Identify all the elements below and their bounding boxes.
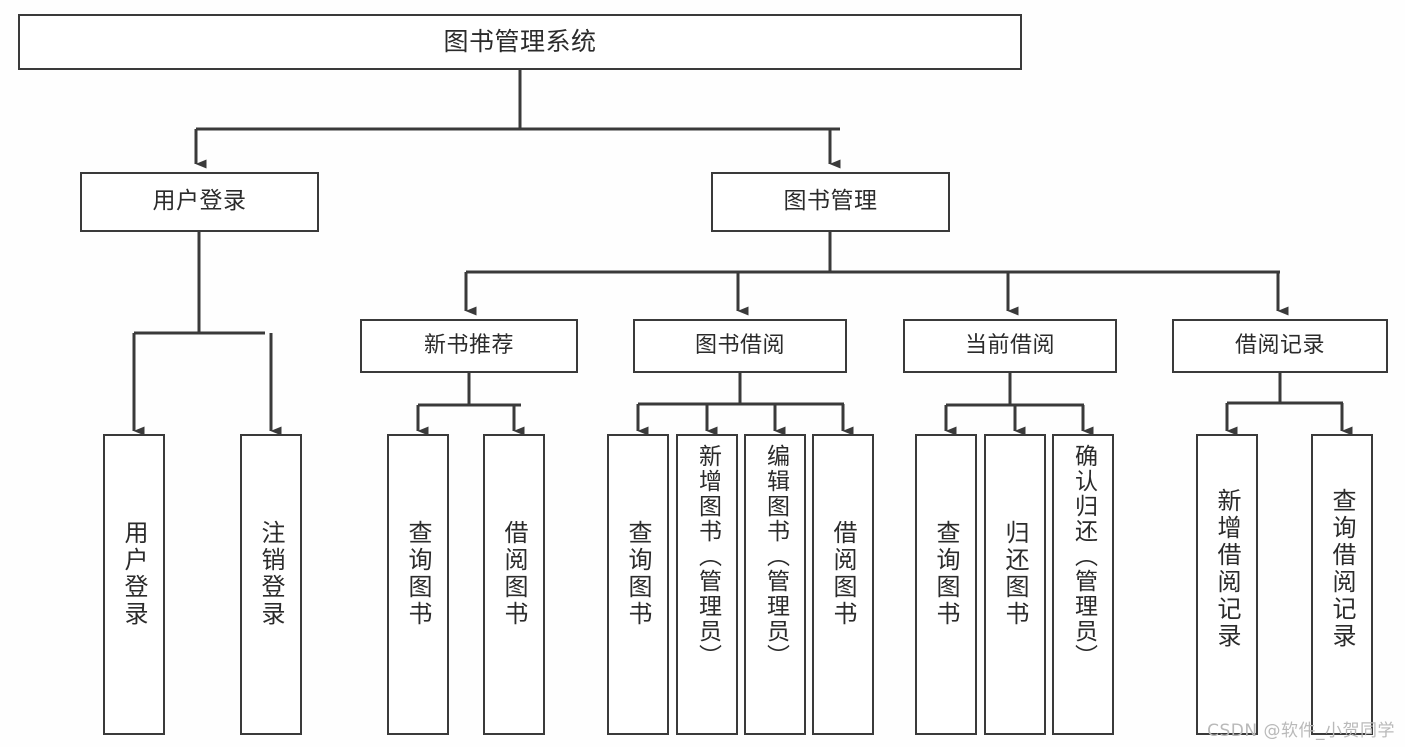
leaf-borrow-record-add-record-label: 新增借阅记录 xyxy=(1213,488,1241,650)
leaf-book-borrow-query-book-label: 查询图书 xyxy=(624,520,652,628)
leaf-current-borrow-return-book[interactable]: 归还图书 xyxy=(984,434,1046,735)
leaf-current-borrow-query-book[interactable]: 查询图书 xyxy=(915,434,977,735)
leaf-current-borrow-confirm-return-label: 确认归还（管理员） xyxy=(1070,444,1097,669)
leaf-borrow-record-query-record-label: 查询借阅记录 xyxy=(1328,488,1356,650)
leaf-current-borrow-confirm-return[interactable]: 确认归还（管理员） xyxy=(1052,434,1114,735)
node-book-borrow[interactable]: 图书借阅 xyxy=(633,319,847,373)
leaf-current-borrow-return-book-label: 归还图书 xyxy=(1001,520,1029,628)
node-borrow-record-label: 借阅记录 xyxy=(1234,333,1325,359)
leaf-book-borrow-edit-book[interactable]: 编辑图书（管理员） xyxy=(744,434,806,735)
leaf-new-book-borrow-book[interactable]: 借阅图书 xyxy=(483,434,545,735)
leaf-new-book-borrow-book-label: 借阅图书 xyxy=(500,520,528,628)
node-current-borrow-label: 当前借阅 xyxy=(964,333,1055,359)
node-user-login[interactable]: 用户登录 xyxy=(80,172,319,232)
leaf-borrow-record-add-record[interactable]: 新增借阅记录 xyxy=(1196,434,1258,735)
node-current-borrow[interactable]: 当前借阅 xyxy=(903,319,1117,373)
leaf-book-borrow-edit-book-label: 编辑图书（管理员） xyxy=(762,444,789,669)
node-book-management-label: 图书管理 xyxy=(783,188,878,215)
leaf-new-book-query-book[interactable]: 查询图书 xyxy=(387,434,449,735)
leaf-user-login-login-label: 用户登录 xyxy=(120,520,148,628)
watermark-text: CSDN @软件_小贺同学 xyxy=(1207,721,1395,741)
node-new-book-recommend-label: 新书推荐 xyxy=(423,333,514,359)
node-borrow-record[interactable]: 借阅记录 xyxy=(1172,319,1388,373)
node-user-login-label: 用户登录 xyxy=(152,188,247,215)
leaf-book-borrow-borrow-book[interactable]: 借阅图书 xyxy=(812,434,874,735)
leaf-book-borrow-borrow-book-label: 借阅图书 xyxy=(829,520,857,628)
node-root-label: 图书管理系统 xyxy=(443,27,597,57)
leaf-borrow-record-query-record[interactable]: 查询借阅记录 xyxy=(1311,434,1373,735)
leaf-book-borrow-query-book[interactable]: 查询图书 xyxy=(607,434,669,735)
leaf-current-borrow-query-book-label: 查询图书 xyxy=(932,520,960,628)
leaf-new-book-query-book-label: 查询图书 xyxy=(404,520,432,628)
node-root-library-system[interactable]: 图书管理系统 xyxy=(18,14,1022,70)
node-new-book-recommend[interactable]: 新书推荐 xyxy=(360,319,578,373)
leaf-user-login-login[interactable]: 用户登录 xyxy=(103,434,165,735)
node-book-borrow-label: 图书借阅 xyxy=(694,333,785,359)
leaf-book-borrow-add-book-label: 新增图书（管理员） xyxy=(694,444,721,669)
node-book-management[interactable]: 图书管理 xyxy=(711,172,950,232)
leaf-book-borrow-add-book[interactable]: 新增图书（管理员） xyxy=(676,434,738,735)
leaf-user-login-logout[interactable]: 注销登录 xyxy=(240,434,302,735)
leaf-user-login-logout-label: 注销登录 xyxy=(257,520,285,628)
